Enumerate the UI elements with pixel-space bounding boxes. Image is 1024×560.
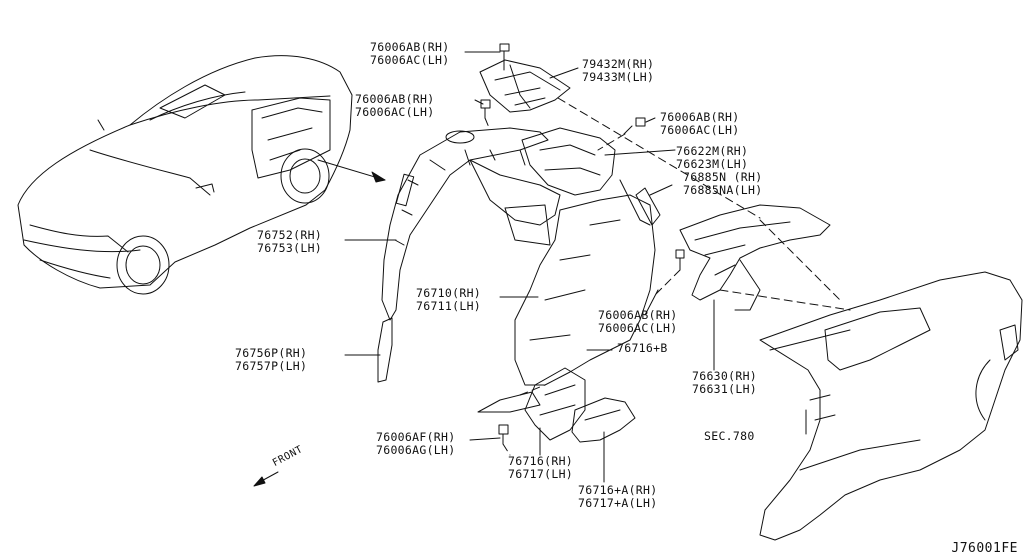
label-76716: 76716(RH)76717(LH) [508, 454, 574, 481]
trim-76756p [377, 317, 393, 383]
label-76716b: 76716+B [617, 341, 668, 355]
projection-lines [484, 61, 851, 456]
bracket-79432m [479, 59, 571, 113]
label-76716a: 76716+A(RH)76717+A(LH) [578, 483, 658, 510]
bolt-icons [480, 43, 685, 445]
lower-brackets [477, 367, 636, 443]
label-79432m: 79432M(RH)79433M(LH) [582, 57, 655, 84]
label-76006af: 76006AF(RH)76006AG(LH) [376, 430, 456, 457]
leader-lines [344, 51, 807, 483]
label-sec780: SEC.780 [704, 429, 755, 443]
label-76006ab-right: 76006AB(RH)76006AC(LH) [660, 110, 740, 137]
diagram-code: J76001FE [951, 541, 1018, 556]
rail-76630 [679, 204, 831, 311]
label-76006ab-lower: 76006AB(RH)76006AC(LH) [598, 308, 678, 335]
label-76006ab-left: 76006AB(RH)76006AC(LH) [355, 92, 435, 119]
bracket-76622m [521, 127, 616, 196]
label-76630: 76630(RH)76631(LH) [692, 369, 758, 396]
label-76622m: 76622M(RH)76623M(LH) [676, 144, 749, 171]
strip-76885n [635, 187, 661, 226]
body-side-sec780 [759, 271, 1023, 541]
label-76885n: 76885N (RH)76885NA(LH) [683, 170, 763, 197]
car-illustration [17, 55, 353, 295]
label-76006ab-top: 76006AB(RH)76006AC(LH) [370, 40, 450, 67]
wheelhouse-76752 [381, 127, 561, 321]
label-76710: 76710(RH)76711(LH) [416, 286, 482, 313]
label-76752: 76752(RH)76753(LH) [257, 228, 323, 255]
wheelhouse-76710 [514, 179, 656, 386]
label-76756p: 76756P(RH)76757P(LH) [235, 346, 308, 373]
